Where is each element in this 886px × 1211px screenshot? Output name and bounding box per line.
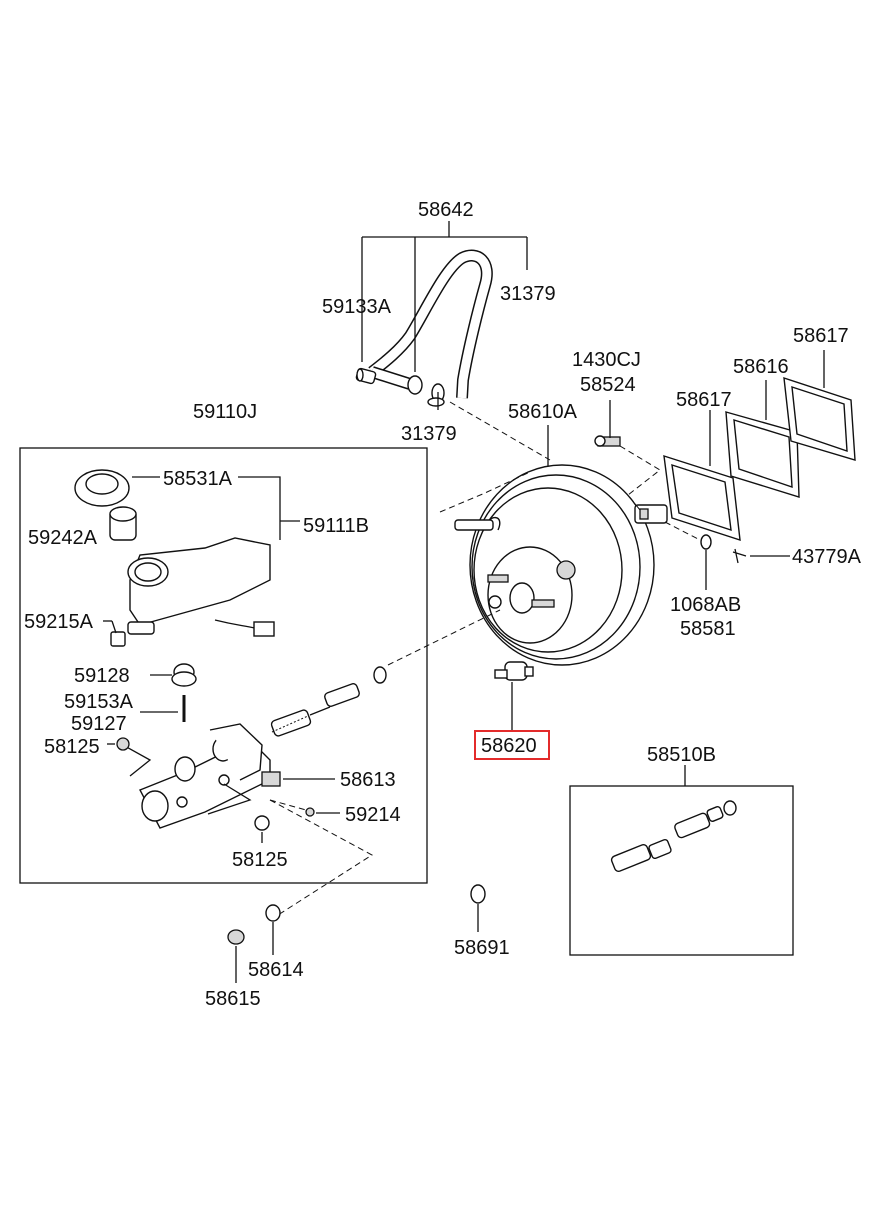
label-43779A: 43779A (792, 546, 862, 568)
label-59153A: 59153A (64, 691, 134, 713)
master-cylinder-assembly-frame (19, 447, 428, 884)
check-valve-59133A[interactable] (355, 367, 377, 385)
grommet-59128[interactable] (171, 663, 197, 687)
label-58613: 58613 (340, 769, 396, 791)
label-59127: 59127 (71, 713, 127, 735)
gasket-58617-rear[interactable] (783, 376, 856, 461)
booster-stud-left[interactable] (487, 574, 509, 583)
screw-58125-top[interactable] (116, 737, 130, 751)
label-59128: 59128 (74, 665, 130, 687)
master-cylinder-body[interactable] (139, 723, 271, 829)
bolt-1430CJ[interactable] (594, 435, 621, 447)
washer-58691[interactable] (470, 884, 486, 904)
label-58616: 58616 (733, 356, 789, 378)
washer-58614[interactable] (265, 904, 281, 922)
label-58581: 58581 (680, 618, 736, 640)
label-58617-top: 58617 (793, 325, 849, 347)
booster-connector-bracket[interactable] (634, 504, 668, 524)
label-58125-bottom: 58125 (232, 849, 288, 871)
seal-58613[interactable] (261, 771, 281, 787)
vacuum-hose[interactable] (368, 249, 493, 399)
vacuum-nipple[interactable] (454, 519, 494, 531)
reservoir[interactable] (127, 537, 271, 635)
secondary-piston-spring[interactable] (324, 666, 387, 707)
label-58524: 58524 (580, 374, 636, 396)
nut-58615[interactable] (227, 929, 245, 945)
label-58615: 58615 (205, 988, 261, 1010)
grommet-59215A[interactable] (110, 631, 126, 647)
label-58620: 58620 (481, 735, 537, 757)
clevis-pin-43779A[interactable] (732, 548, 747, 564)
label-1068AB: 1068AB (670, 594, 741, 616)
label-59111B: 59111B (303, 515, 369, 537)
label-58510B: 58510B (647, 744, 716, 766)
gasket-58616[interactable] (725, 411, 800, 498)
label-59215A: 59215A (24, 611, 94, 633)
highlight-box-58620 (474, 730, 550, 760)
label-31379-top: 31379 (500, 283, 556, 305)
piston-kit-frame (569, 785, 794, 956)
label-58617-mid: 58617 (676, 389, 732, 411)
label-59133A: 59133A (322, 296, 392, 318)
label-58125-top: 58125 (44, 736, 100, 758)
label-58691: 58691 (454, 937, 510, 959)
booster-stud-right[interactable] (531, 599, 555, 608)
label-31379-bottom: 31379 (401, 423, 457, 445)
screw-58125-bottom[interactable] (254, 815, 270, 831)
level-sensor-connector[interactable] (214, 619, 275, 637)
label-59214: 59214 (345, 804, 401, 826)
piston-kit-58510B[interactable] (610, 800, 737, 873)
reservoir-cap[interactable] (74, 469, 130, 507)
pin-59214[interactable] (269, 799, 315, 817)
label-59110J: 59110J (193, 401, 257, 423)
label-58610A: 58610A (508, 401, 578, 423)
primary-piston-spring[interactable] (270, 709, 312, 737)
brake-booster[interactable] (469, 464, 655, 666)
label-59242A: 59242A (28, 527, 98, 549)
label-58642: 58642 (418, 199, 474, 221)
hose-clip-31379[interactable] (427, 383, 445, 407)
nut-1068AB[interactable] (700, 534, 712, 550)
label-1430CJ: 1430CJ (572, 349, 641, 371)
strainer-59242A[interactable] (109, 506, 137, 541)
gasket-58617-front[interactable] (663, 454, 741, 542)
label-58614: 58614 (248, 959, 304, 981)
label-58531A: 58531A (163, 468, 233, 490)
check-valve-58620[interactable] (494, 661, 534, 681)
